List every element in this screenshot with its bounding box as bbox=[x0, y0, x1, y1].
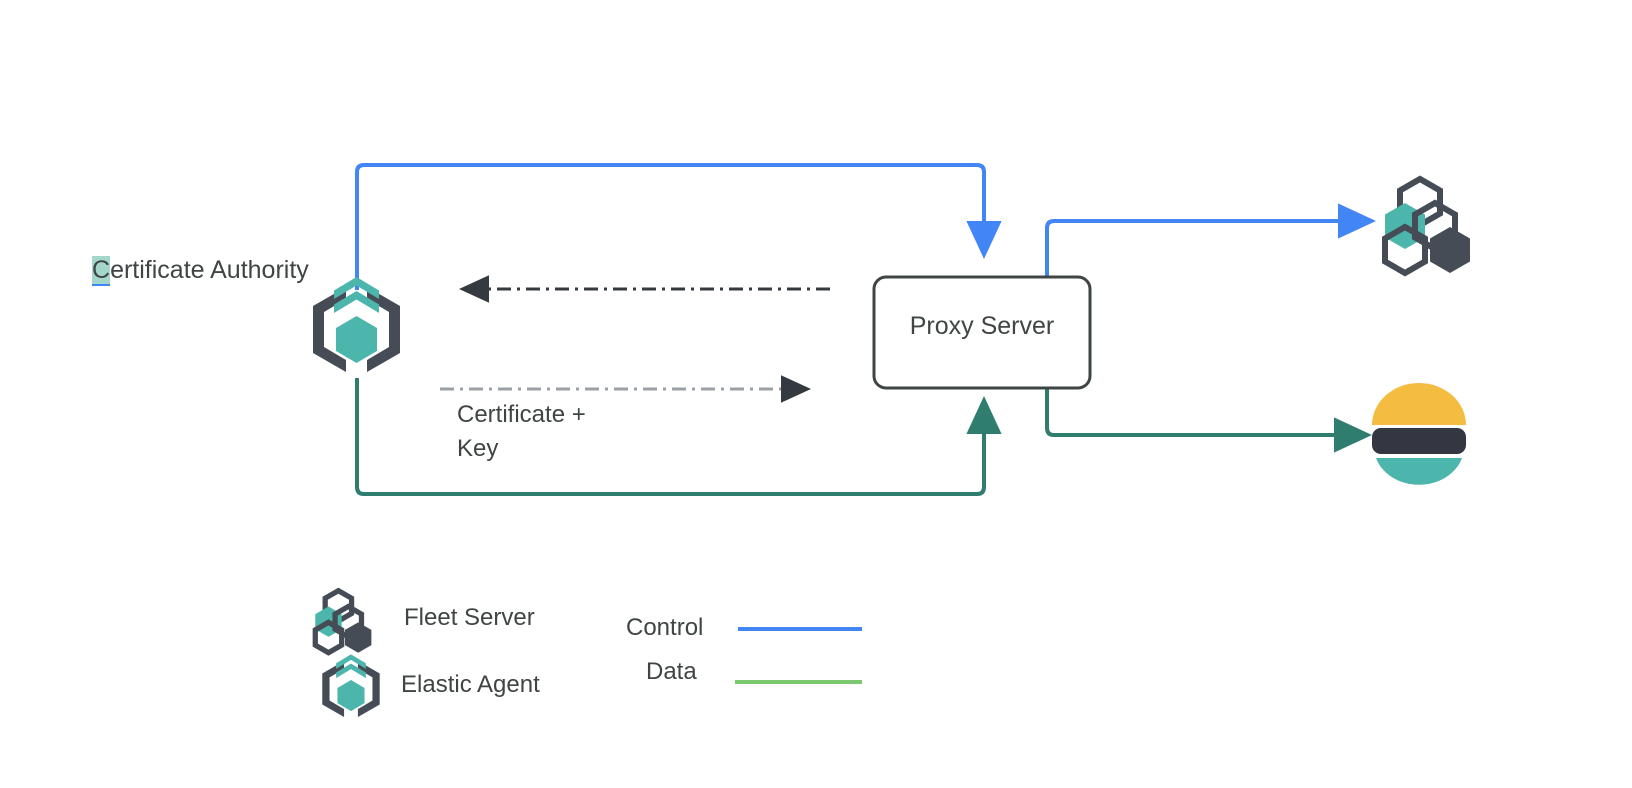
certificate-authority-label-rest: ertificate Authority bbox=[110, 256, 309, 284]
fleet-server-icon bbox=[1382, 175, 1470, 277]
certificate-authority-node[interactable] bbox=[313, 277, 400, 372]
control-edge-proxy-to-fleet bbox=[1045, 203, 1376, 277]
elasticsearch-icon bbox=[1372, 383, 1466, 485]
certificate-authority-label: Certificate Authority bbox=[92, 254, 309, 286]
legend-elastic-agent-icon-group bbox=[322, 654, 380, 718]
fleet-server-icon bbox=[312, 587, 372, 656]
legend-item-label-elastic-agent: Elastic Agent bbox=[401, 671, 540, 698]
proxy-server-label: Proxy Server bbox=[909, 312, 1055, 340]
control-edge-agent-to-proxy bbox=[355, 163, 1002, 290]
fleet-server-node[interactable] bbox=[1382, 175, 1470, 277]
elastic-agent-icon bbox=[313, 277, 400, 372]
certificate-key-line-1: Certificate + bbox=[457, 401, 586, 428]
selected-character: C bbox=[92, 256, 111, 286]
proxy-server-node[interactable] bbox=[872, 275, 1092, 390]
data-edge-agent-to-proxy bbox=[355, 378, 1002, 496]
legend-item-label-fleet-server: Fleet Server bbox=[404, 604, 535, 631]
certificate-key-label: Certificate + Key bbox=[457, 398, 586, 466]
legend-fleet-server-icon-group bbox=[312, 587, 372, 656]
elastic-agent-icon bbox=[322, 654, 380, 718]
legend-line-label-control: Control bbox=[626, 614, 704, 641]
elasticsearch-node[interactable] bbox=[1372, 383, 1466, 485]
certificate-key-line-2: Key bbox=[457, 435, 499, 462]
legend-line-label-data: Data bbox=[646, 658, 697, 685]
data-edge-proxy-to-elasticsearch bbox=[1045, 388, 1372, 453]
